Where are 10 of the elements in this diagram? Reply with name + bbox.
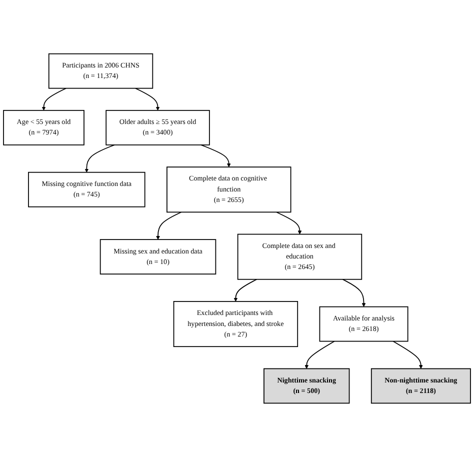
arrow bbox=[342, 278, 366, 307]
arrow bbox=[200, 144, 231, 168]
arrow bbox=[304, 340, 335, 369]
arrow bbox=[156, 212, 182, 240]
arrow bbox=[42, 88, 66, 111]
arrow bbox=[234, 278, 258, 302]
arrow bbox=[84, 144, 115, 172]
arrow bbox=[276, 212, 302, 234]
arrow bbox=[135, 88, 160, 111]
arrow bbox=[392, 340, 423, 369]
